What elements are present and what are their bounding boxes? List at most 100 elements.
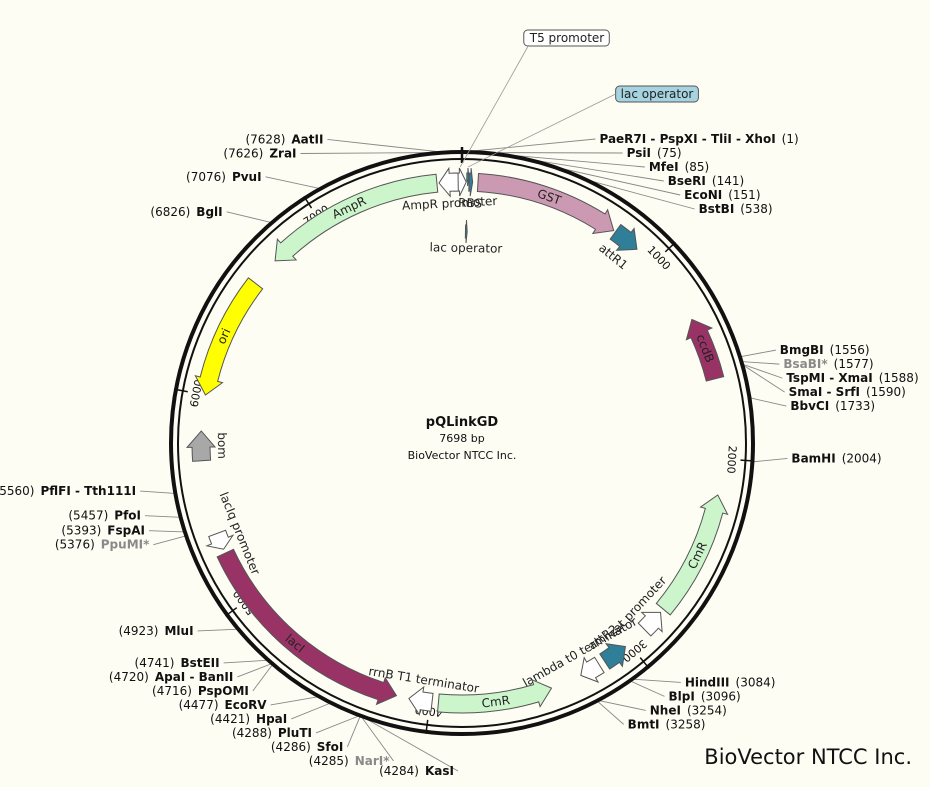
feature-bom-label: bom: [215, 432, 229, 459]
restriction-site-label: (4284) KasI: [379, 764, 454, 778]
site-position: (141): [712, 174, 744, 188]
plasmid-size: 7698 bp: [439, 432, 484, 445]
site-position: (5457): [68, 509, 108, 523]
site-leader-line: [741, 363, 783, 379]
site-leader-line: [741, 364, 785, 393]
site-position: (4477): [179, 698, 219, 712]
restriction-site-label: BmtI(3258): [628, 717, 706, 731]
restriction-site-label: (5560) PflFI - Tth111I: [0, 484, 136, 498]
watermark-text: BioVector NTCC Inc.: [704, 745, 912, 769]
site-leader-line: [223, 659, 269, 664]
feature-attr2-arrow: [599, 642, 627, 670]
site-name: KasI: [425, 764, 454, 778]
bp-tick-mark: [425, 719, 429, 734]
site-name: PluTI: [278, 726, 312, 740]
site-position: (1590): [866, 385, 906, 399]
site-leader-line: [148, 530, 185, 533]
feature-ccdb-arrow: [685, 318, 725, 382]
restriction-site-label: EcoNI(151): [684, 188, 760, 202]
feature-cat-promoter-arrow: [637, 611, 663, 637]
restriction-site-label: BstBI(538): [699, 202, 773, 216]
site-name: HindIII: [685, 675, 730, 689]
site-position: (3258): [666, 717, 706, 731]
plasmid-name: pQLinkGD: [426, 415, 499, 430]
site-leader-line: [300, 152, 445, 154]
feature-lac-operator-arrow: [466, 168, 470, 187]
site-position: (7628): [245, 132, 285, 146]
feature-t5-promoter-label: T5 promoter: [529, 31, 605, 45]
site-name: BamHI: [791, 451, 835, 465]
site-name: PvuI: [232, 170, 262, 184]
site-position: (4720): [109, 670, 149, 684]
site-position: (3084): [736, 675, 776, 689]
site-name: PfoI: [114, 509, 141, 523]
site-name: BmgBI: [780, 343, 824, 357]
feature-laci-arrow: [216, 548, 398, 706]
site-leader-line: [360, 715, 394, 762]
site-name: SfoI: [317, 740, 344, 754]
feature-cmr-arrow: [437, 678, 553, 714]
bp-tick-mark: [173, 388, 188, 393]
site-leader-line: [252, 663, 274, 692]
site-leader-line: [597, 699, 646, 711]
site-name: TspMI - XmaI: [786, 371, 872, 385]
site-name: MluI: [164, 624, 193, 638]
feature-ampr-promoter-label: AmpR promoter: [402, 194, 498, 213]
restriction-site-label: (4720)ApaI - BanII: [109, 670, 233, 684]
site-leader-line: [270, 696, 320, 706]
feature-cmr-arrow: [655, 494, 729, 616]
feature-ori-arrow: [194, 277, 264, 396]
site-name: PspOMI: [198, 684, 249, 698]
restriction-site-label: (5393)FspAI: [61, 524, 145, 538]
site-leader-line: [741, 361, 780, 365]
site-position: (75): [657, 146, 682, 160]
site-leader-line: [315, 715, 361, 734]
site-name: ZraI: [269, 146, 296, 160]
site-name: SmaI - SrfI: [789, 385, 860, 399]
feature-label-box: [523, 29, 610, 47]
restriction-site-label: BsaBI*(1577): [783, 357, 873, 371]
feature-lac-operator-label: lac operator: [429, 240, 502, 255]
restriction-site-label: (4285) NarI*: [309, 754, 390, 768]
site-position: (4716): [152, 684, 192, 698]
restriction-site-label: HindIII (3084): [685, 675, 776, 689]
feature-bom-arrow: [185, 430, 217, 462]
site-position: (4284): [379, 764, 419, 778]
bp-tick-mark: [303, 195, 313, 209]
site-name: BstEII: [180, 656, 219, 670]
site-leader-line: [360, 715, 459, 772]
site-position: (5560): [0, 484, 34, 498]
site-leader-line: [237, 663, 273, 678]
site-position: (7076): [186, 170, 226, 184]
site-position: (4285): [309, 754, 349, 768]
restriction-site-label: (4477)EcoRV: [179, 698, 268, 712]
site-name: MfeI: [649, 160, 679, 174]
site-position: (1): [782, 132, 799, 146]
feature-laciq-promoter-arrow: [205, 529, 235, 550]
site-leader-line: [632, 678, 681, 683]
site-leader-line: [752, 458, 788, 463]
restriction-site-label: MfeI(85): [649, 160, 709, 174]
site-leader-line: [265, 176, 321, 190]
site-leader-line: [140, 490, 176, 494]
site-name: BbvCI: [790, 399, 829, 413]
site-position: (1556): [830, 343, 870, 357]
bp-tick-mark: [664, 241, 676, 253]
site-position: (4288): [232, 726, 272, 740]
site-leader-line: [739, 349, 776, 358]
site-leader-line: [749, 397, 787, 407]
feature-ori-label: ori: [214, 326, 233, 346]
restriction-site-label: (6826)BglI: [150, 205, 222, 219]
site-position: (4421): [210, 712, 250, 726]
site-leader-line: [145, 515, 181, 518]
feature-label-leader: [459, 44, 530, 168]
restriction-site-labels: PaeR7I - PspXI - TliI - XhoI(1)PsiI(75)M…: [0, 132, 919, 778]
feature-ampr-promoter-arrow: [438, 166, 459, 198]
site-name: BseRI: [668, 174, 706, 188]
site-name: PflFI - Tth111I: [40, 484, 136, 498]
restriction-site-label: (4286)SfoI: [271, 740, 343, 754]
restriction-site-label: SmaI - SrfI (1590): [789, 385, 906, 399]
site-name: NarI*: [355, 754, 391, 768]
feature-cmr-label: CmR: [481, 693, 511, 711]
